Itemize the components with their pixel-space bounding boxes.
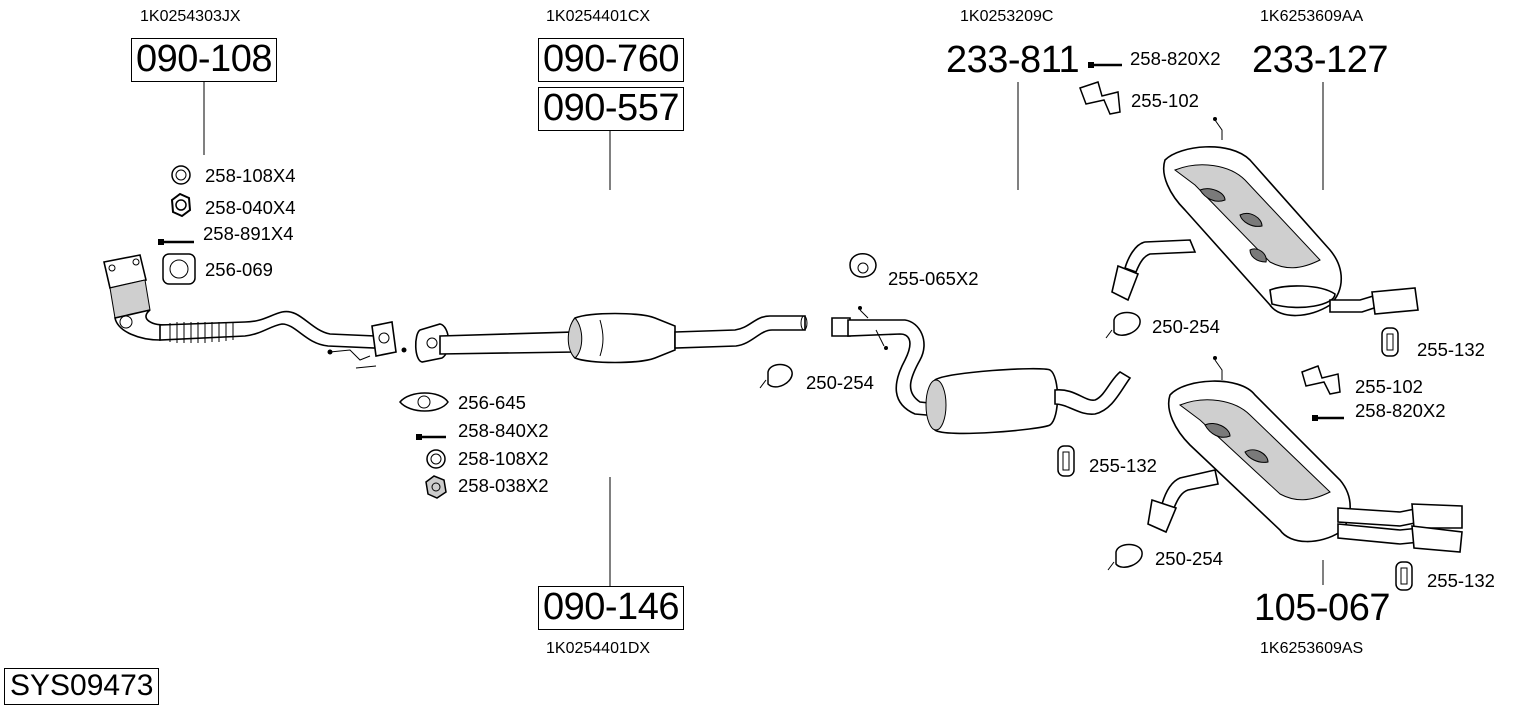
bolt-right-icon: [1312, 415, 1344, 421]
bracket-right-icon: [1301, 365, 1341, 395]
accessory-hanger-mid[interactable]: 255-065X2: [888, 268, 979, 289]
part-number-catalyst-a[interactable]: 090-760: [538, 38, 684, 82]
accessory-bolt-cat[interactable]: 258-840X2: [458, 420, 549, 441]
rear-silencer-top-drawing: [1111, 117, 1419, 317]
accessory-gasket-front[interactable]: 256-069: [205, 259, 273, 280]
accessory-rubber-rear-bottom[interactable]: 255-132: [1427, 570, 1495, 591]
hanger-mid-icon: [849, 253, 877, 278]
oe-number-catalyst-top: 1K0254401CX: [546, 8, 651, 25]
nut-icon: [170, 192, 192, 218]
accessory-ring-front[interactable]: 258-108X4: [205, 165, 296, 186]
part-number-front-pipe[interactable]: 090-108: [131, 38, 277, 82]
catalyst-drawing: [414, 312, 808, 364]
nut-cat-icon: [425, 475, 447, 499]
accessory-clamp-rear-bottom[interactable]: 250-254: [1155, 548, 1223, 569]
bolt-icon: [158, 239, 194, 245]
accessory-gasket-cat[interactable]: 256-645: [458, 392, 526, 413]
oe-number-middle-silencer: 1K0253209C: [960, 8, 1054, 25]
accessory-nut-cat[interactable]: 258-038X2: [458, 475, 549, 496]
oe-number-front-pipe: 1K0254303JX: [140, 8, 241, 25]
part-number-catalyst-b[interactable]: 090-557: [538, 87, 684, 131]
oe-number-rear-silencer-bottom: 1K6253609AS: [1260, 640, 1364, 657]
part-number-catalyst-c[interactable]: 090-146: [538, 586, 684, 630]
clamp-mid-icon: [759, 363, 793, 389]
gasket-icon: [162, 253, 196, 285]
oe-number-rear-silencer-top: 1K6253609AA: [1260, 8, 1364, 25]
ring-icon: [171, 165, 191, 185]
rubber-rear-bottom-icon: [1395, 561, 1413, 591]
bolt-top-icon: [1088, 62, 1122, 68]
rubber-mid-icon: [1057, 445, 1075, 477]
accessory-rubber-rear-top[interactable]: 255-132: [1417, 339, 1485, 360]
clamp-rear-top-icon: [1105, 311, 1141, 339]
bracket-top-icon: [1079, 81, 1121, 115]
accessory-bolt-top[interactable]: 258-820X2: [1130, 48, 1221, 69]
clamp-rear-bottom-icon: [1107, 543, 1143, 571]
accessory-bolt-right[interactable]: 258-820X2: [1355, 400, 1446, 421]
accessory-ring-cat[interactable]: 258-108X2: [458, 448, 549, 469]
accessory-bracket-right[interactable]: 255-102: [1355, 376, 1423, 397]
middle-silencer-drawing: [831, 306, 1132, 435]
rear-silencer-bottom-drawing: [1147, 356, 1463, 553]
accessory-bracket-top[interactable]: 255-102: [1131, 90, 1199, 111]
system-code: SYS09473: [4, 668, 160, 705]
accessory-bolt-front[interactable]: 258-891X4: [203, 223, 294, 244]
accessory-nut-front[interactable]: 258-040X4: [205, 197, 296, 218]
part-number-middle-silencer[interactable]: 233-811: [946, 39, 1080, 81]
part-number-rear-silencer-b[interactable]: 105-067: [1254, 587, 1390, 629]
front-pipe-drawing: [103, 254, 407, 369]
accessory-rubber-mid[interactable]: 255-132: [1089, 455, 1157, 476]
accessory-clamp-mid[interactable]: 250-254: [806, 372, 874, 393]
accessory-clamp-rear-top[interactable]: 250-254: [1152, 316, 1220, 337]
ring-cat-icon: [426, 449, 446, 469]
rubber-rear-top-icon: [1381, 327, 1399, 357]
oe-number-catalyst-bottom: 1K0254401DX: [546, 640, 651, 657]
gasket-cat-icon: [399, 392, 449, 412]
part-number-rear-silencer-a[interactable]: 233-127: [1252, 39, 1388, 81]
bolt-cat-icon: [416, 434, 446, 440]
